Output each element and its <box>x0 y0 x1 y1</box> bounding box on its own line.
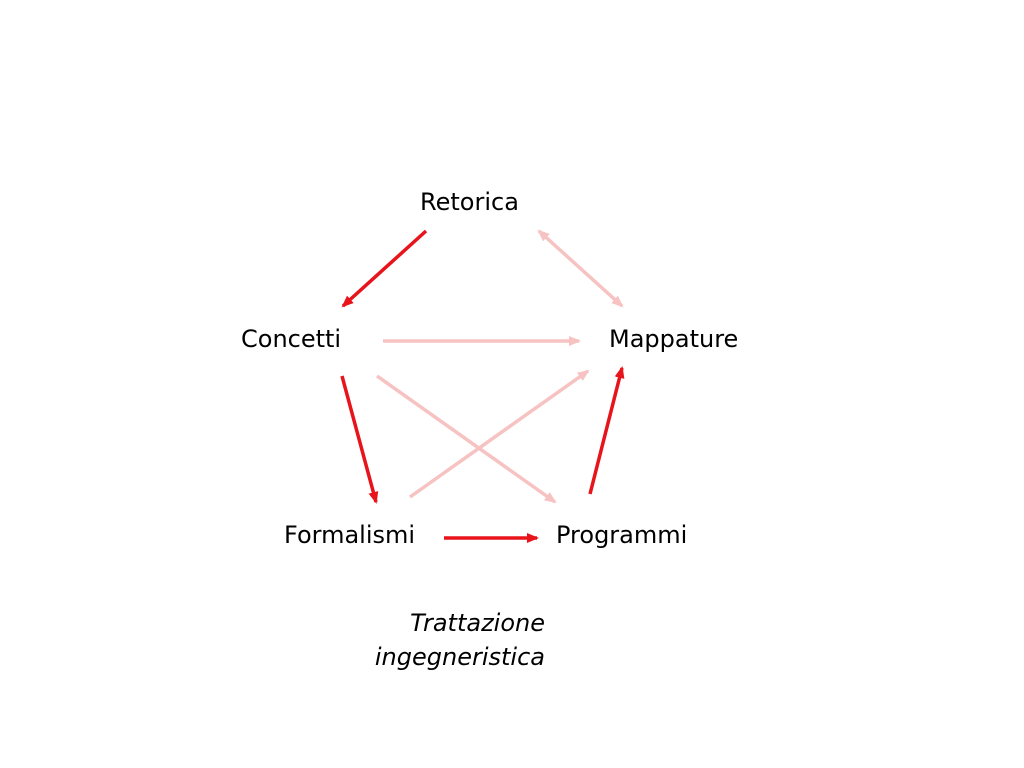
caption: Trattazione ingegneristica <box>330 606 545 674</box>
caption-line-2: ingegneristica <box>374 643 545 671</box>
arrow-concetti-programmi <box>375 374 557 504</box>
arrow-retorica-concetti <box>341 229 428 308</box>
node-retorica: Retorica <box>420 188 519 216</box>
arrow-formalismi-mappature <box>408 369 590 499</box>
node-mappature: Mappature <box>609 325 739 353</box>
node-formalismi: Formalismi <box>284 521 416 549</box>
arrow-concetti-formalismi <box>340 375 379 504</box>
caption-line-1: Trattazione <box>410 609 545 637</box>
node-concetti: Concetti <box>241 325 342 353</box>
arrow-programmi-mappature <box>588 366 625 495</box>
arrow-retorica-mappature <box>537 229 624 308</box>
node-programmi: Programmi <box>556 521 688 549</box>
